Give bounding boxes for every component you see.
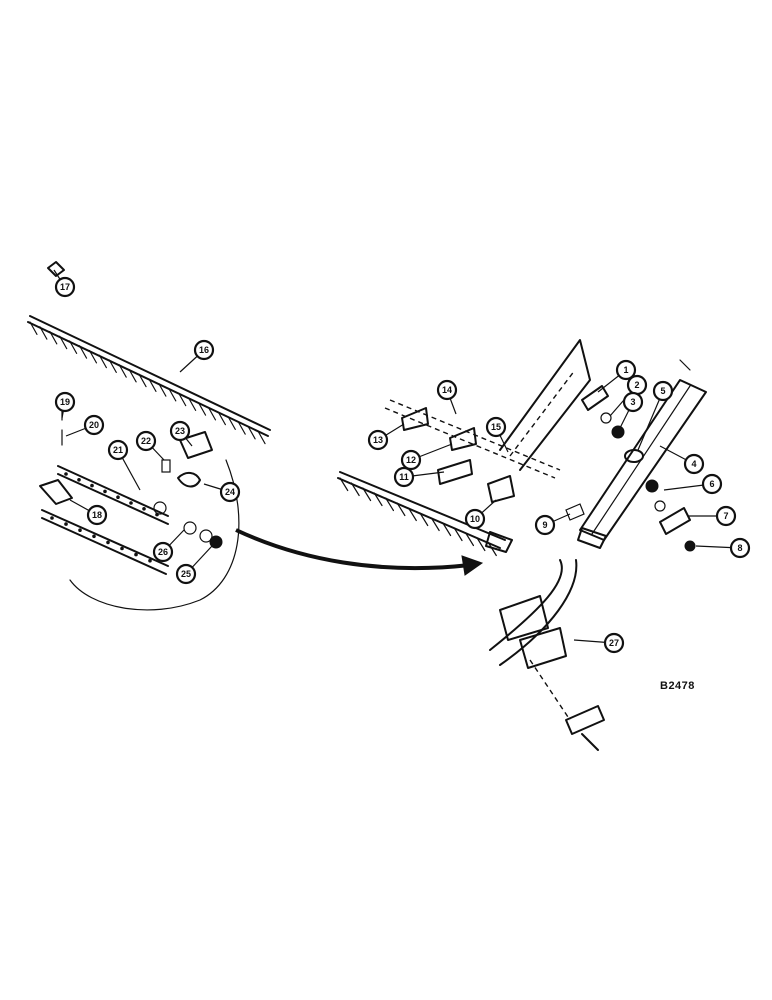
callout-label: 15 (491, 422, 501, 432)
callout-label: 16 (199, 345, 209, 355)
bar-hole (129, 501, 133, 505)
callout-23: 23 (169, 420, 191, 442)
callout-3: 3 (622, 391, 644, 413)
bar-hole (92, 534, 96, 539)
callout-15: 15 (485, 416, 507, 438)
callout-20: 20 (83, 414, 105, 436)
callout-14: 14 (436, 379, 458, 401)
callout-21: 21 (107, 439, 129, 461)
part-17-clip (47, 261, 65, 277)
callout-6: 6 (701, 473, 723, 495)
callout-12: 12 (400, 449, 422, 471)
part-27-bracket (489, 559, 605, 751)
callout-17: 17 (54, 276, 76, 298)
callout-label: 3 (630, 397, 635, 407)
callout-2: 2 (626, 374, 648, 396)
callout-label: 4 (691, 459, 696, 469)
callout-label: 9 (542, 520, 547, 530)
callout-4: 4 (683, 453, 705, 475)
bar-hole (90, 483, 94, 488)
bar-hole (116, 495, 120, 500)
callout-25: 25 (175, 563, 197, 585)
callout-9: 9 (534, 514, 556, 536)
callout-16: 16 (193, 339, 215, 361)
callout-18: 18 (86, 504, 108, 526)
callout-label: 1 (623, 365, 628, 375)
transfer-arrow (235, 528, 484, 576)
bar-hole (78, 528, 82, 532)
callout-label: 17 (60, 282, 70, 292)
part-18-sickle-bar (39, 465, 169, 575)
callout-leader-5 (637, 390, 664, 451)
bar-hole (148, 558, 152, 563)
callout-label: 21 (113, 445, 123, 455)
bar-hole (77, 478, 81, 482)
strut-hardware (565, 385, 696, 552)
callout-label: 19 (60, 397, 70, 407)
bar-hole (142, 507, 146, 511)
bar-hole (64, 522, 68, 526)
callout-22: 22 (135, 430, 157, 452)
callout-label: 26 (158, 547, 168, 557)
callout-24: 24 (219, 481, 241, 503)
callout-label: 2 (634, 380, 639, 390)
callout-10: 10 (464, 508, 486, 530)
callout-label: 24 (225, 487, 235, 497)
bar-hole (50, 516, 54, 520)
callout-label: 7 (723, 511, 728, 521)
callout-label: 25 (181, 569, 191, 579)
detail-circle (69, 459, 240, 611)
callout-13: 13 (367, 429, 389, 451)
cutter-bar-assembly (337, 399, 561, 557)
callout-label: 5 (660, 386, 665, 396)
callout-label: 11 (399, 472, 409, 482)
callout-label: 6 (709, 479, 714, 489)
frame-arm (499, 339, 591, 471)
callout-label: 22 (141, 436, 151, 446)
drawing-code: B2478 (660, 680, 695, 692)
callout-11: 11 (393, 466, 415, 488)
callout-label: 14 (442, 385, 452, 395)
callout-label: 12 (406, 455, 416, 465)
callout-label: 20 (89, 420, 99, 430)
callout-1: 1 (615, 359, 637, 381)
part-16-knife-bar (27, 315, 271, 445)
callout-label: 27 (609, 638, 619, 648)
bar-hole (103, 489, 107, 494)
bar-hole (120, 546, 124, 551)
callout-label: 8 (737, 543, 742, 553)
callout-label: 18 (92, 510, 102, 520)
callout-26: 26 (152, 541, 174, 563)
bar-hole (64, 472, 68, 476)
callout-label: 23 (175, 426, 185, 436)
bar-hole (106, 540, 110, 545)
callout-label: 13 (373, 435, 383, 445)
callout-5: 5 (652, 380, 674, 402)
callout-19: 19 (54, 391, 76, 413)
callout-27: 27 (603, 632, 625, 654)
callout-label: 10 (470, 514, 480, 524)
callout-7: 7 (715, 505, 737, 527)
callouts: 1234567891011121314151617181920212223242… (53, 269, 751, 654)
bar-hole (134, 552, 138, 557)
callout-8: 8 (729, 537, 751, 559)
